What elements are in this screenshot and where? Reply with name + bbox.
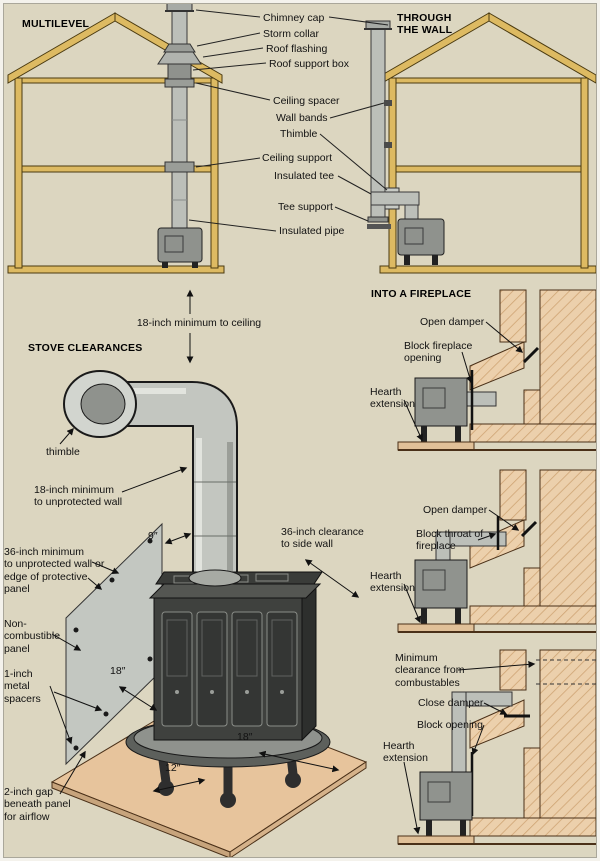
pipe-collar <box>188 569 242 587</box>
label-f2-hearth: Hearth extension <box>370 570 415 595</box>
label-roof-flashing: Roof flashing <box>266 43 328 55</box>
label-ceiling-support: Ceiling support <box>262 152 333 164</box>
clearance-arrows <box>49 289 360 795</box>
through-wall-pipe <box>364 20 420 229</box>
tee-support-shape <box>367 224 391 229</box>
label-f1-block: Block fireplace opening <box>404 340 473 365</box>
label-panel-min: 36-inch minimum to unprotected wall or e… <box>4 546 105 596</box>
hearth-extension-slab <box>397 623 475 633</box>
label-f3-clearance: Minimum clearance from combustables <box>395 652 465 689</box>
label-f1-hearth: Hearth extension <box>370 386 415 411</box>
label-insulated-tee: Insulated tee <box>274 170 335 182</box>
label-thimble-lower: thimble <box>46 446 80 458</box>
stove-clearances-art <box>49 289 368 859</box>
multilevel-house <box>7 2 225 274</box>
stovepipe <box>100 381 238 584</box>
label-ceiling-spacer: Ceiling spacer <box>273 95 340 107</box>
wall-band-shape <box>384 100 392 106</box>
storm-collar-shape <box>163 43 196 53</box>
label-insulated-pipe: Insulated pipe <box>279 225 345 237</box>
fireplace-above-damper-vent <box>397 649 597 845</box>
label-f1-open-damper: Open damper <box>420 316 485 328</box>
through-wall-house <box>364 12 597 274</box>
multilevel-chimney-pipe <box>157 2 202 229</box>
open-damper-flap <box>520 520 538 538</box>
label-eighteen-a: 18″ <box>110 665 126 677</box>
stove-clearances-title: STOVE CLEARANCES <box>28 342 143 354</box>
label-wall-bands: Wall bands <box>276 112 328 124</box>
pipe-component-leaders <box>188 9 389 232</box>
roof-support-box-shape <box>167 63 192 80</box>
label-side-wall: 36-inch clearance to side wall <box>281 526 364 551</box>
ceiling-spacer-shape <box>164 78 195 88</box>
fireplace-throat-vent <box>397 469 597 633</box>
open-damper-flap <box>522 346 540 364</box>
hearth-extension-slab <box>397 441 475 451</box>
label-roof-support-box: Roof support box <box>269 58 349 70</box>
into-fireplace-title: INTO A FIREPLACE <box>371 288 472 300</box>
through-wall-stove <box>397 218 445 265</box>
insulated-tee-shape <box>370 191 420 206</box>
label-storm-collar: Storm collar <box>263 28 320 40</box>
label-f3-close-damper: Close damper <box>418 697 484 709</box>
multilevel-stove <box>157 227 203 268</box>
fireplace-direct-vent <box>397 289 597 451</box>
label-wall-min: 18-inch minimum to unprotected wall <box>34 484 123 509</box>
label-f2-block: Block throat of fireplace <box>416 528 484 553</box>
label-eighteen-b: 18″ <box>237 731 253 743</box>
fireplace-stove <box>414 377 468 442</box>
label-f3-block: Block opening <box>417 719 483 731</box>
label-f3-hearth: Hearth extension <box>383 740 428 765</box>
label-thimble: Thimble <box>280 128 318 140</box>
chimney-cap-left <box>166 2 193 12</box>
label-chimney-cap: Chimney cap <box>263 12 325 24</box>
roof-flashing-shape <box>157 51 202 65</box>
thimble-shape <box>63 370 137 438</box>
fireplace-leaders <box>403 321 536 835</box>
label-nine-inches: 9″ <box>148 530 158 542</box>
label-ceiling-min: 18-inch minimum to ceiling <box>136 317 262 329</box>
ceiling-support-shape <box>164 161 195 173</box>
label-twelve: 12″ <box>165 762 181 774</box>
fireplace-stove <box>419 771 473 836</box>
through-wall-title: THROUGH THE WALL <box>397 12 453 36</box>
label-metal-spacers: 1-inch metal spacers <box>4 668 41 705</box>
multilevel-title: MULTILEVEL <box>22 18 90 30</box>
fireplace-stove <box>414 559 468 624</box>
label-noncombustible-panel: Non- combustible panel <box>4 618 61 655</box>
label-f2-open-damper: Open damper <box>423 504 488 516</box>
label-tee-support: Tee support <box>278 201 333 213</box>
label-airflow-gap: 2-inch gap beneath panel for airflow <box>4 786 71 823</box>
wall-band-shape <box>384 142 392 148</box>
hearth-extension-slab <box>397 835 475 845</box>
